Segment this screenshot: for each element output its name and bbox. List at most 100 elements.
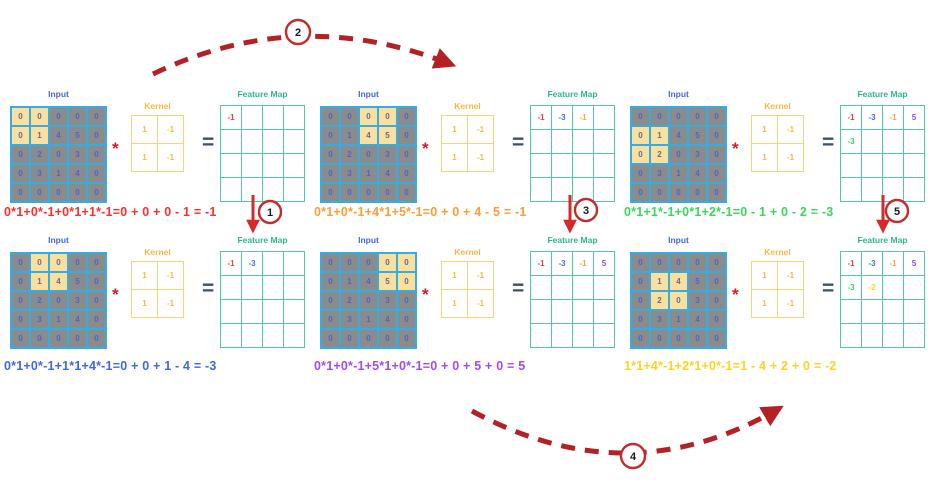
input-cell-highlighted: 4: [50, 273, 67, 290]
feature-map-cell: [263, 106, 283, 129]
input-cell: 4: [360, 273, 377, 290]
kernel-cell: -1: [158, 290, 183, 317]
input-cell: 3: [31, 165, 48, 182]
feature-map-cell: [904, 324, 924, 347]
feature-map-cell: [531, 130, 551, 153]
equals-sign: =: [822, 277, 835, 300]
input-cell: 0: [12, 292, 29, 309]
input-cell: 0: [12, 311, 29, 328]
feature-map-cell: [263, 276, 283, 299]
convolution-operator-icon: *: [732, 285, 739, 304]
input-cell: 0: [708, 108, 725, 125]
input-cell-highlighted: 5: [379, 127, 396, 144]
input-cell-highlighted: 1: [31, 273, 48, 290]
feature-map-cell: [862, 324, 882, 347]
feature-map-cell: [904, 178, 924, 201]
input-cell: 0: [651, 184, 668, 201]
input-cell: 3: [689, 292, 706, 309]
input-cell: 1: [341, 273, 358, 290]
feature-map-cell: [552, 178, 572, 201]
input-cell: 1: [341, 127, 358, 144]
kernel-label: Kernel: [454, 247, 481, 257]
convolution-operator-icon: *: [112, 285, 119, 304]
input-cell: 0: [31, 184, 48, 201]
input-cell: 4: [69, 165, 86, 182]
equals-sign: =: [822, 131, 835, 154]
feature-map-cell: [242, 178, 262, 201]
feature-map-cell: [883, 178, 903, 201]
input-cell: 0: [689, 254, 706, 271]
equation-step-6: 1*1+4*-1+2*1+0*-1=1 - 4 + 2 + 0 = -2: [624, 359, 837, 373]
equation-step-5: 0*1+1*-1+0*1+2*-1=0 - 1 + 0 - 2 = -3: [624, 205, 834, 219]
input-cell: 0: [670, 108, 687, 125]
input-cell: 3: [379, 146, 396, 163]
input-label: Input: [668, 89, 689, 99]
kernel-label: Kernel: [454, 101, 481, 111]
kernel-cell: -1: [158, 262, 183, 289]
input-cell: 3: [651, 165, 668, 182]
feature-map-cell: [904, 154, 924, 177]
feature-map-cell: [573, 324, 593, 347]
flow-arc-top-icon: [151, 33, 457, 77]
input-cell: 1: [670, 311, 687, 328]
feature-map-cell: 5: [904, 106, 924, 129]
input-label: Input: [358, 235, 379, 245]
equation-step-1: 0*1+0*-1+0*1+1*-1=0 + 0 + 0 - 1 = -1: [4, 205, 217, 219]
input-cell: 3: [341, 311, 358, 328]
input-cell: 4: [379, 165, 396, 182]
step-marker-4: 4: [619, 442, 647, 470]
input-cell: 4: [689, 311, 706, 328]
feature-map-cell: -1: [841, 252, 861, 275]
feature-map-cell: -3: [552, 106, 572, 129]
feature-map-label: Feature Map: [857, 89, 908, 99]
input-cell: 0: [632, 184, 649, 201]
input-cell: 0: [708, 184, 725, 201]
kernel-cell: -1: [468, 262, 493, 289]
feature-map-grid: -1-3: [220, 251, 305, 348]
feature-map-cell: [594, 324, 614, 347]
feature-map-cell: [552, 324, 572, 347]
input-cell: 1: [50, 311, 67, 328]
feature-map-cell: -1: [841, 106, 861, 129]
kernel-cell: -1: [468, 290, 493, 317]
input-cell: 0: [708, 165, 725, 182]
feature-map-cell: [594, 106, 614, 129]
kernel-cell: 1: [752, 290, 777, 317]
feature-map-cell: [284, 324, 304, 347]
feature-map-cell: [594, 154, 614, 177]
input-cell-highlighted: 0: [360, 108, 377, 125]
feature-map-cell: [552, 130, 572, 153]
input-cell-highlighted: 5: [379, 273, 396, 290]
feature-map-cell: [242, 324, 262, 347]
step-marker-2: 2: [284, 18, 312, 46]
input-cell: 0: [322, 127, 339, 144]
feature-map-cell: [841, 178, 861, 201]
input-cell: 4: [689, 165, 706, 182]
input-cell: 0: [322, 108, 339, 125]
input-cell: 0: [322, 184, 339, 201]
feature-map-cell: [263, 252, 283, 275]
kernel-cell: -1: [468, 116, 493, 143]
feature-map-label: Feature Map: [237, 235, 288, 245]
flow-arc-bottom-icon: [470, 405, 784, 456]
input-cell: 0: [88, 292, 105, 309]
input-cell-highlighted: 0: [379, 108, 396, 125]
input-cell: 0: [708, 292, 725, 309]
kernel-cell: -1: [778, 116, 803, 143]
input-cell: 5: [69, 273, 86, 290]
kernel-cell: 1: [752, 144, 777, 171]
feature-map-cell: -1: [221, 252, 241, 275]
input-cell: 0: [322, 254, 339, 271]
input-cell: 0: [360, 184, 377, 201]
feature-map-cell: [242, 130, 262, 153]
kernel-cell: 1: [442, 116, 467, 143]
input-cell-highlighted: 0: [398, 273, 415, 290]
input-cell: 0: [398, 146, 415, 163]
